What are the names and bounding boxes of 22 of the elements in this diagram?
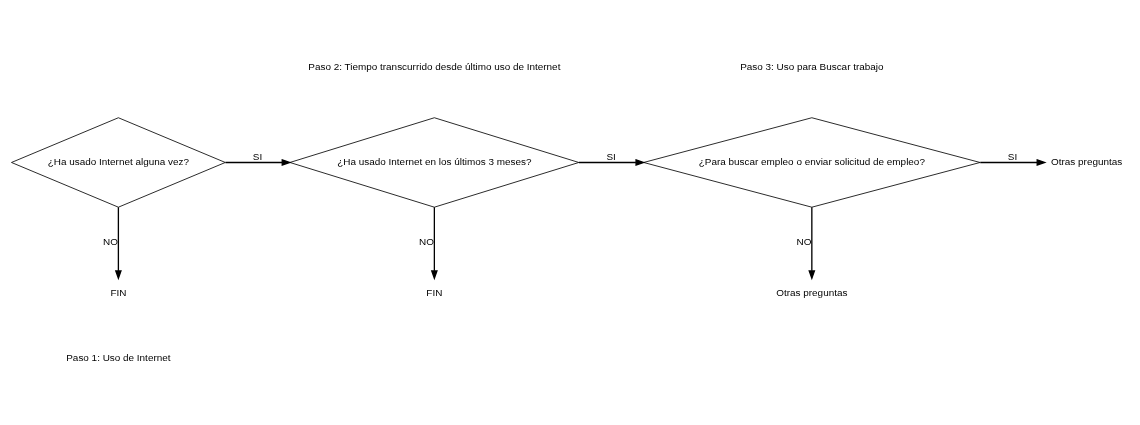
edge-label: SI (606, 150, 616, 162)
arrow (808, 206, 816, 280)
node-text: Otras preguntas (776, 286, 848, 298)
edge-label: NO (103, 235, 118, 247)
node-text: FIN (426, 286, 443, 298)
label: Paso 1: Uso de Internet (66, 351, 171, 363)
node-text: Otras preguntas (1051, 155, 1123, 167)
edge-label: NO (796, 235, 812, 247)
arrow (114, 206, 122, 280)
node-diamond: ¿Ha usado Internet alguna vez? (11, 116, 226, 208)
node-diamond: ¿Ha usado Internet en los últimos 3 meses? (289, 116, 580, 208)
arrow (578, 158, 646, 166)
arrow (224, 158, 292, 166)
node-text: FIN (110, 286, 127, 298)
edge-label: NO (419, 235, 434, 247)
node-diamond: ¿Para buscar empleo o enviar solicitud de empleo? (643, 116, 981, 208)
arrow (430, 206, 438, 280)
label: Paso 2: Tiempo transcurrido desde último uso de Internet (308, 60, 561, 72)
arrow (979, 158, 1047, 166)
edge-label: SI (252, 150, 263, 162)
edge-label: SI (1007, 150, 1018, 162)
label: Paso 3: Uso para Buscar trabajo (740, 60, 884, 72)
